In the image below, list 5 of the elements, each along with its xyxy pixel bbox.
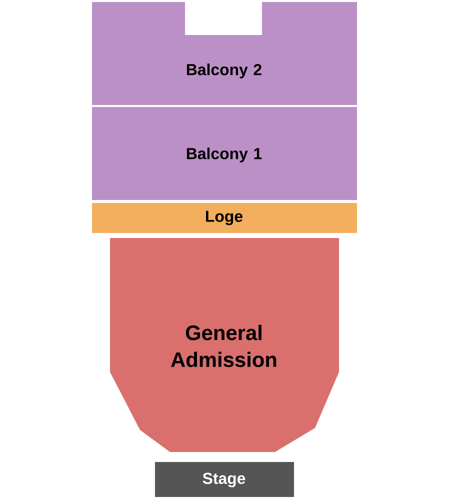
seating-section: General Admission bbox=[110, 238, 339, 452]
stage: Stage bbox=[155, 462, 294, 497]
seating-section: Loge bbox=[92, 203, 357, 233]
seating-section: Balcony 2 bbox=[92, 2, 357, 105]
seating-section: Balcony 1 bbox=[92, 107, 357, 200]
